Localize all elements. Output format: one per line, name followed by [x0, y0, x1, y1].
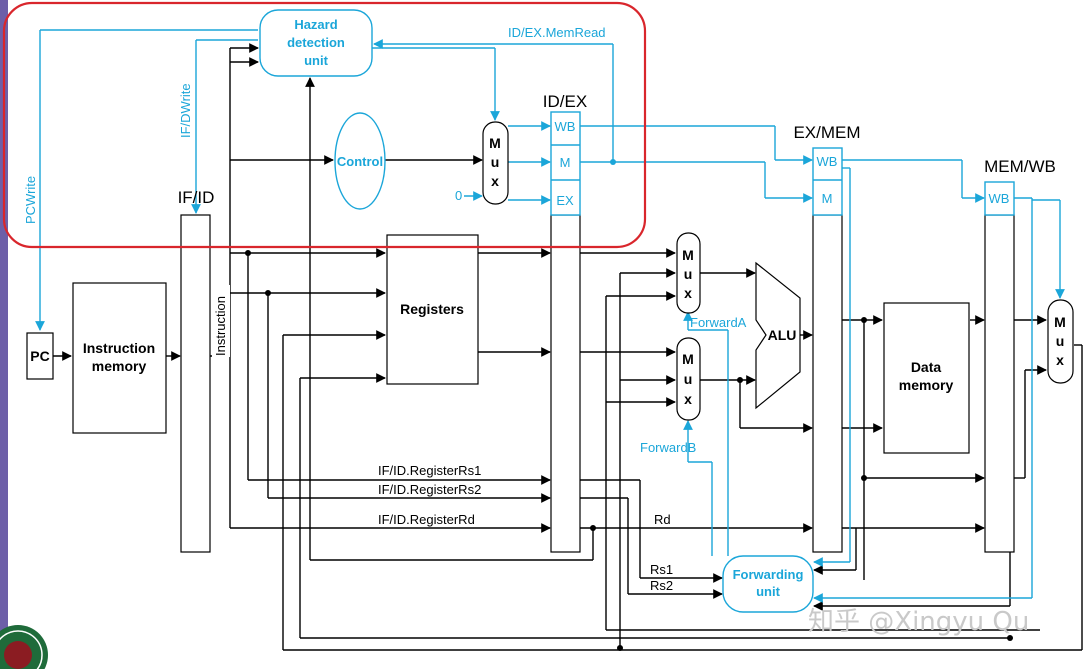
zero-input-label: 0 [455, 188, 462, 203]
if-id-label: IF/ID [178, 188, 215, 207]
hazard-detection-unit: Hazard detection unit [259, 9, 373, 77]
id-ex-wb-field: WB [555, 119, 576, 134]
forward-a-label: ForwardA [690, 315, 747, 330]
instruction-memory-line1: Instruction [83, 340, 155, 356]
hazard-unit-line3: unit [304, 53, 328, 68]
watermark-text: 知乎 @Xingyu Qu [808, 607, 1029, 637]
forwarding-unit-line2: unit [756, 584, 780, 599]
if-dwrite-label: IF/DWrite [178, 83, 193, 138]
slide-side-bar [0, 0, 8, 669]
mem-wb-register: WB MEM/WB [984, 157, 1056, 553]
rs2-label: Rs2 [650, 578, 673, 593]
control-wires [35, 29, 1065, 603]
instruction-memory-line2: memory [92, 358, 147, 374]
ex-mem-label: EX/MEM [793, 123, 860, 142]
forward-b-mux-x: x [684, 391, 692, 407]
control-mux: M u x [482, 121, 509, 205]
data-memory-line1: Data [911, 359, 942, 375]
if-id-register: IF/ID [178, 188, 215, 553]
writeback-mux: M u x [1047, 299, 1074, 384]
forwarding-unit: Forwarding unit [722, 555, 814, 613]
forward-b-mux: M u x [676, 337, 701, 421]
control-mux-m: M [489, 135, 501, 151]
instruction-memory: Instruction memory [72, 282, 167, 434]
alu-label: ALU [768, 327, 797, 343]
ex-mem-register: WB M EX/MEM [793, 123, 861, 553]
id-ex-ex-field: EX [556, 193, 574, 208]
mem-wb-wb-field: WB [989, 191, 1010, 206]
rs2-bus-label: IF/ID.RegisterRs2 [378, 482, 481, 497]
id-ex-label: ID/EX [543, 92, 587, 111]
forward-b-mux-u: u [684, 371, 693, 387]
rs1-label: Rs1 [650, 562, 673, 577]
control-mux-x: x [491, 173, 499, 189]
forward-a-mux-u: u [684, 266, 693, 282]
register-file: Registers [386, 234, 479, 385]
control-label: Control [337, 154, 383, 169]
ex-mem-wb-field: WB [817, 154, 838, 169]
forward-a-mux: M u x [676, 232, 701, 314]
registers-label: Registers [400, 301, 464, 317]
data-memory-line2: memory [899, 377, 954, 393]
hazard-highlight-box [2, 1, 647, 249]
hazard-unit-line1: Hazard [294, 17, 337, 32]
pc-write-label: PCWrite [23, 176, 38, 224]
id-ex-register: WB M EX ID/EX [543, 92, 587, 553]
pc-label: PC [30, 348, 49, 364]
pc-register: PC [26, 332, 54, 380]
hazard-unit-line2: detection [287, 35, 345, 50]
instruction-label: Instruction [213, 296, 228, 356]
datapath-wires [53, 43, 1083, 651]
forwarding-unit-line1: Forwarding [733, 567, 804, 582]
data-memory: Data memory [883, 302, 970, 454]
rd-bus-label: IF/ID.RegisterRd [378, 512, 475, 527]
ex-mem-m-field: M [822, 191, 833, 206]
writeback-mux-u: u [1056, 333, 1065, 349]
writeback-mux-x: x [1056, 352, 1064, 368]
alu: ALU [755, 261, 801, 410]
writeback-mux-m: M [1054, 314, 1066, 330]
id-ex-memread-label: ID/EX.MemRead [508, 25, 606, 40]
forward-b-mux-m: M [682, 351, 694, 367]
university-seal-icon [0, 625, 48, 669]
id-ex-m-field: M [560, 155, 571, 170]
mem-wb-label: MEM/WB [984, 157, 1056, 176]
control-mux-u: u [491, 154, 500, 170]
forward-a-mux-m: M [682, 247, 694, 263]
rd-label: Rd [654, 512, 671, 527]
control-unit: Control [334, 112, 386, 210]
forward-a-mux-x: x [684, 285, 692, 301]
rs1-bus-label: IF/ID.RegisterRs1 [378, 463, 481, 478]
forward-b-label: ForwardB [640, 440, 696, 455]
